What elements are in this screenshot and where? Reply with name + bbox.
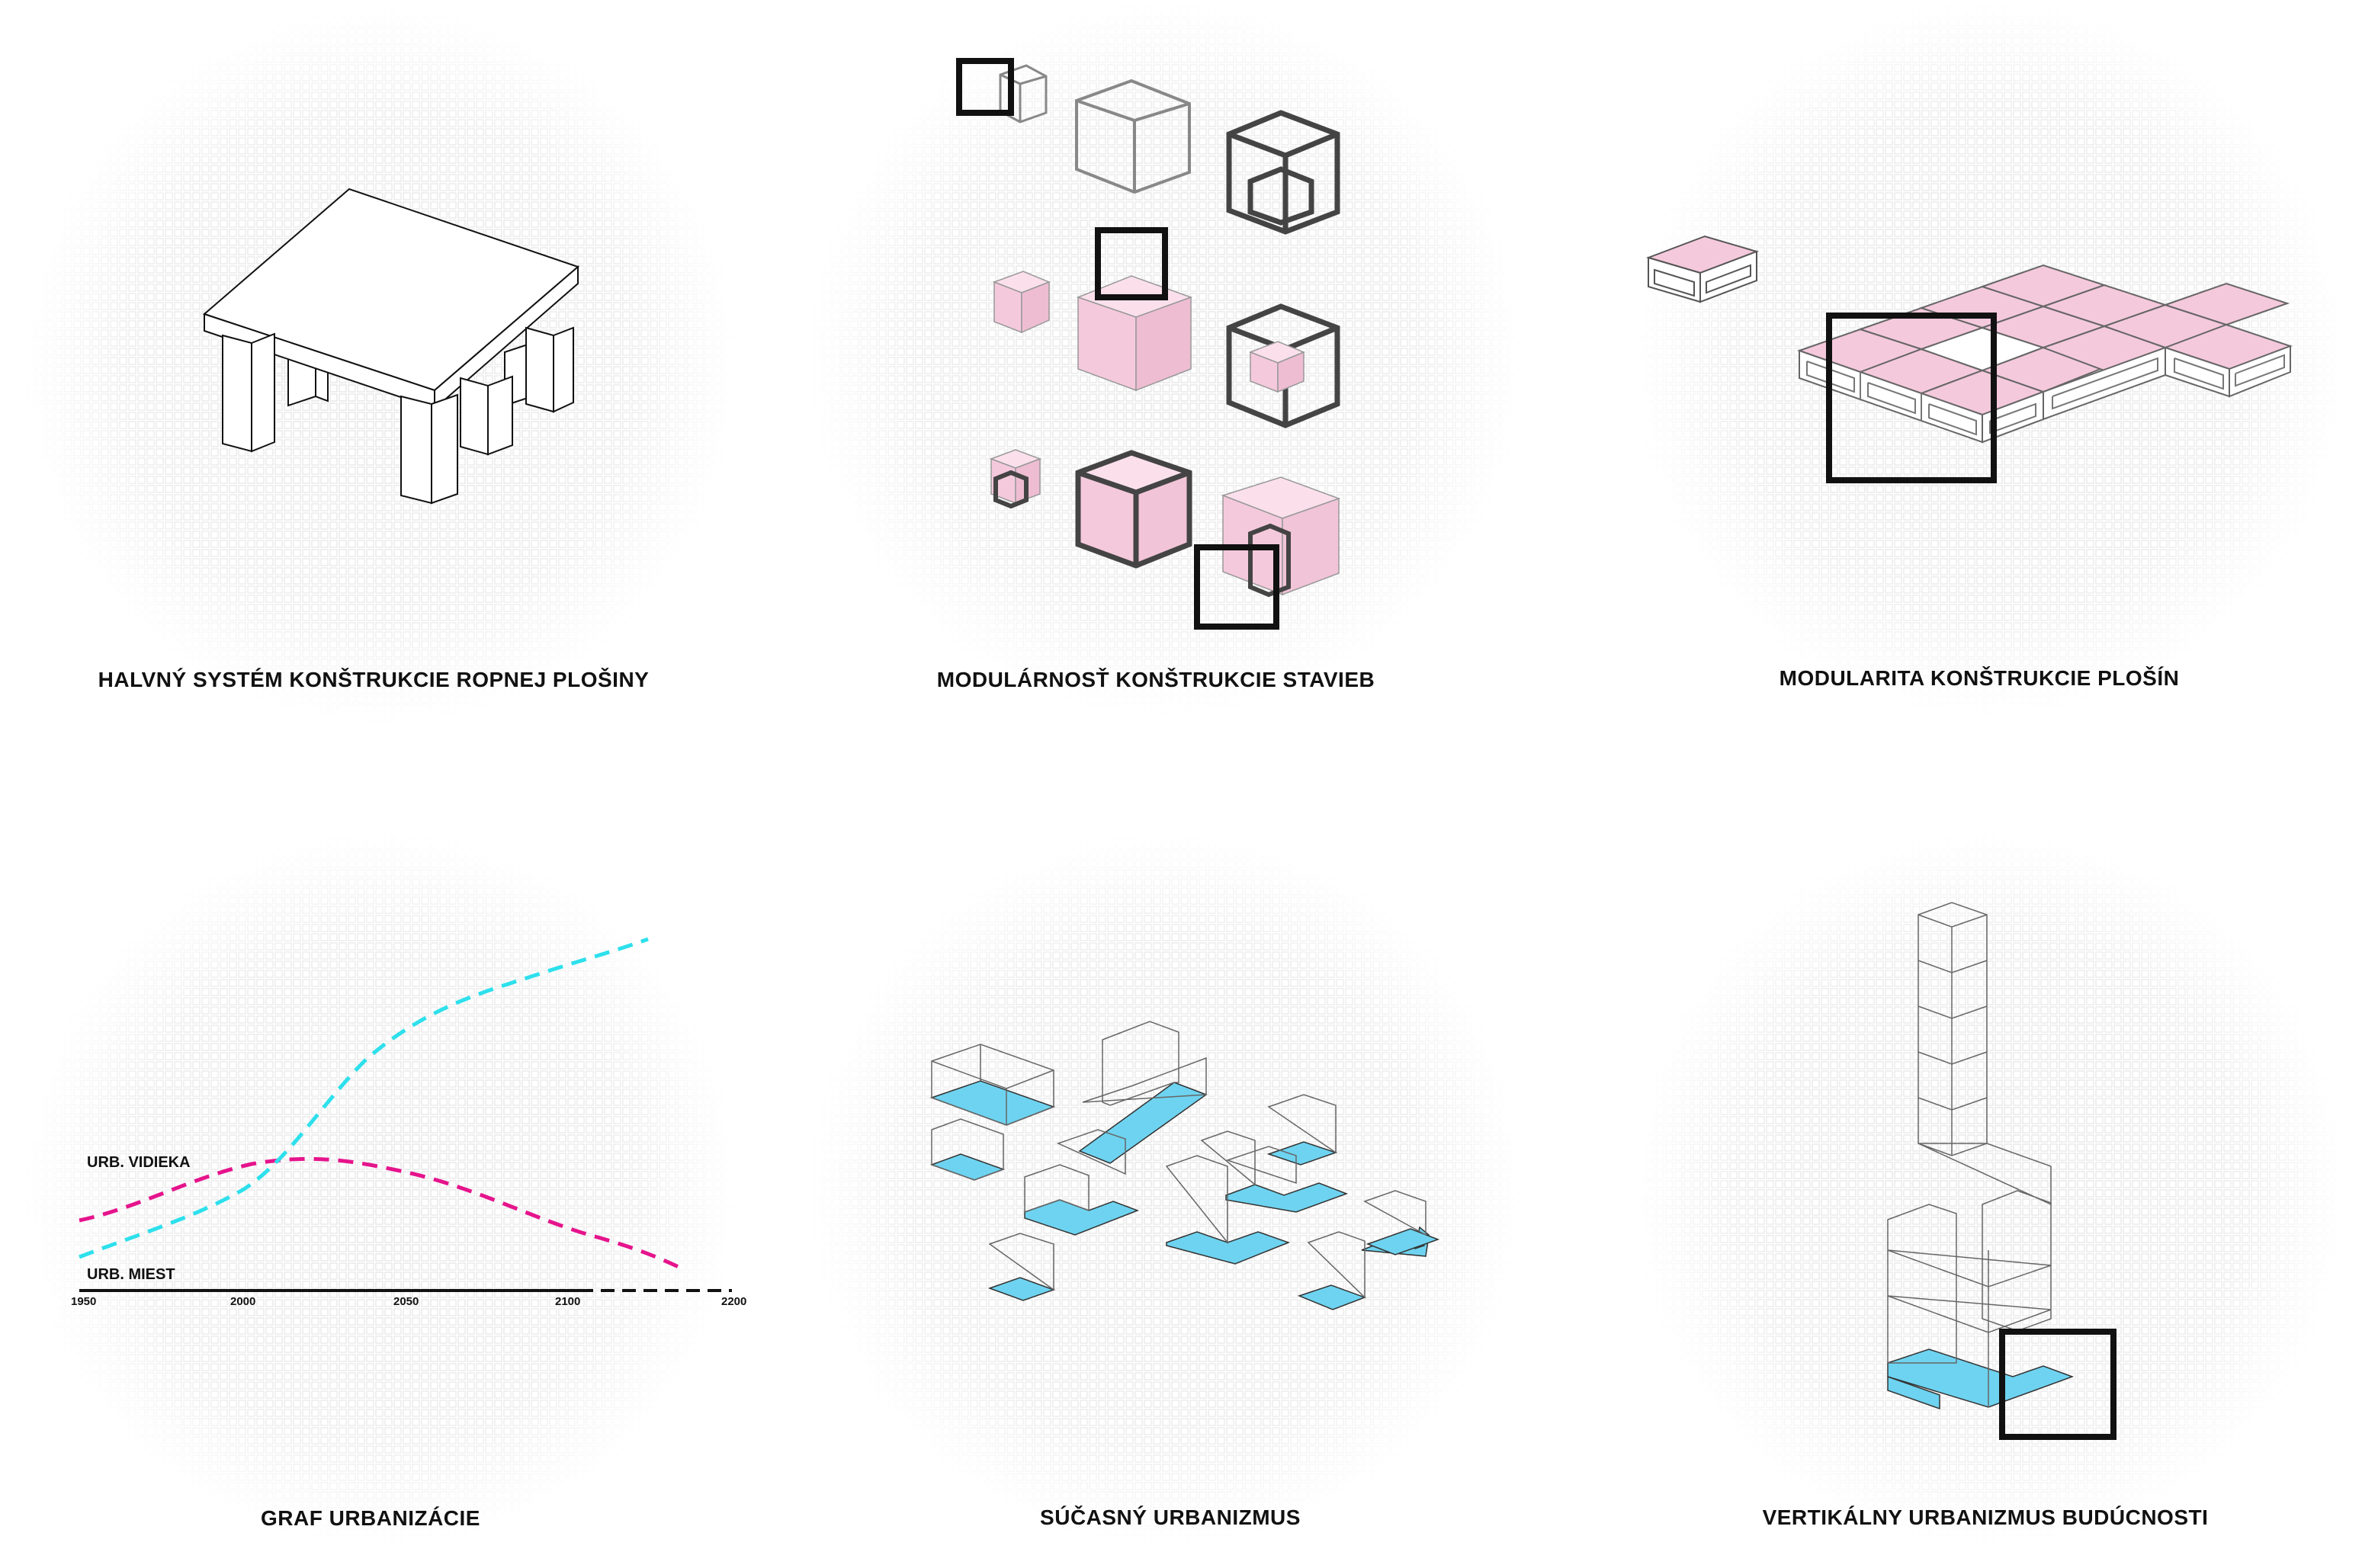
panel-urbanization-chart-caption: GRAF URBANIZÁCIE	[261, 1506, 480, 1530]
chart-tick-2200: 2200	[721, 1295, 746, 1308]
panel-urbanization-chart: URB. VIDIEKA URB. MIEST 1950 2000 2050 2…	[71, 937, 746, 1308]
panel-modular-buildings-caption: MODULÁRNOSŤ KONŠTRUKCIE STAVIEB	[937, 667, 1375, 691]
panel-platform-modules-caption: MODULARITA KONŠTRUKCIE PLOŠÍN	[1780, 665, 2180, 690]
chart-tick-2100: 2100	[555, 1295, 580, 1308]
chart-legend-urb-vidieka: URB. VIDIEKA	[87, 1154, 191, 1171]
panel-vertical-urbanism-caption: VERTIKÁLNY URBANIZMUS BUDÚCNOSTI	[1763, 1505, 2209, 1529]
chart-series-urb-vidieka	[79, 1156, 680, 1269]
panel-oil-platform	[203, 188, 579, 505]
panel-modular-buildings	[956, 58, 1341, 630]
chart-tick-1950: 1950	[71, 1295, 96, 1308]
panel-oil-platform-caption: HALVNÝ SYSTÉM KONŠTRUKCIE ROPNEJ PLOŠINY	[98, 667, 650, 691]
panel-vertical-urbanism	[1887, 902, 2116, 1440]
panel-current-urbanism-caption: SÚČASNÝ URBANIZMUS	[1040, 1505, 1301, 1529]
panel-platform-modules	[1645, 235, 2293, 483]
chart-tick-2050: 2050	[393, 1295, 419, 1308]
chart-tick-2000: 2000	[230, 1295, 255, 1308]
chart-legend-urb-miest: URB. MIEST	[87, 1266, 175, 1283]
panel-current-urbanism	[929, 1021, 1440, 1310]
chart-series-urb-miest	[79, 937, 649, 1259]
